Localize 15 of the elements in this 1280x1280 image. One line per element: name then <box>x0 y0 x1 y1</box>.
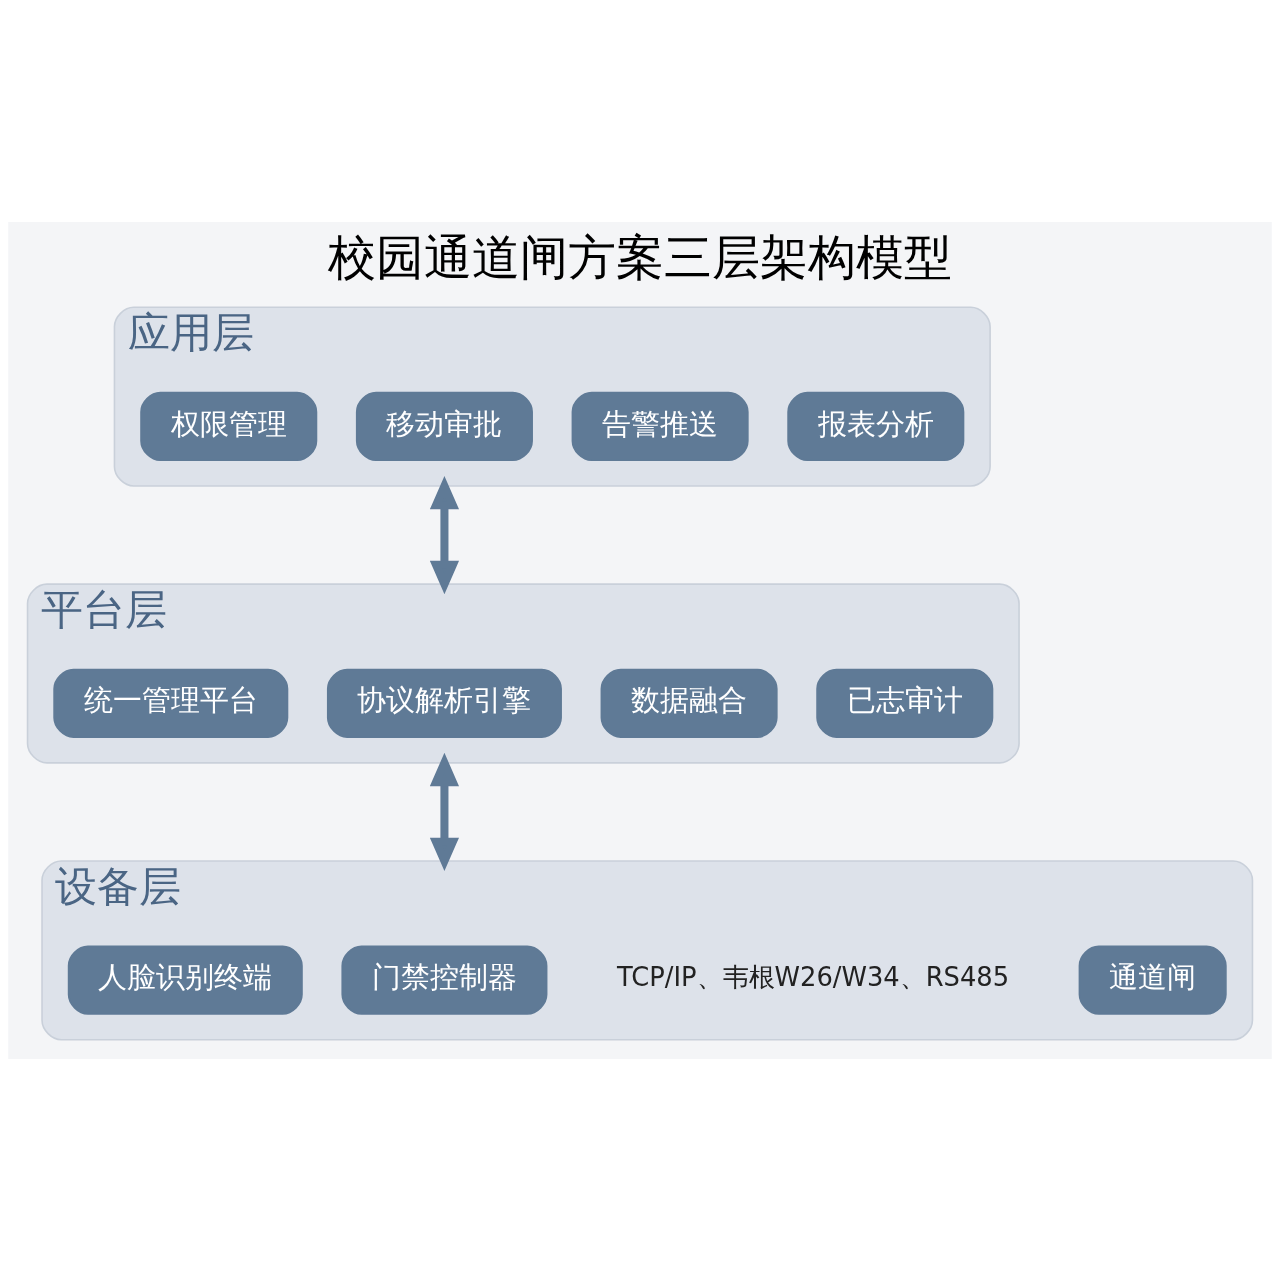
node-box: 数据融合 <box>600 668 778 738</box>
node-box: 通道闸 <box>1078 945 1227 1015</box>
node-box: 门禁控制器 <box>341 945 548 1015</box>
node-box: 人脸识别终端 <box>67 945 303 1015</box>
node-box: 已志审计 <box>816 668 994 738</box>
node-box: 协议解析引擎 <box>326 668 562 738</box>
diagram-title: 校园通道闸方案三层架构模型 <box>328 228 952 285</box>
node-box: 告警推送 <box>571 391 749 461</box>
arrow <box>429 752 460 871</box>
node-box: 移动审批 <box>355 391 533 461</box>
node-box: 权限管理 <box>140 391 318 461</box>
label: TCP/IP、韦根W26/W34、RS485 <box>617 961 1010 992</box>
node-box: 报表分析 <box>787 391 965 461</box>
arrow <box>429 475 460 594</box>
node-box: 统一管理平台 <box>53 668 289 738</box>
